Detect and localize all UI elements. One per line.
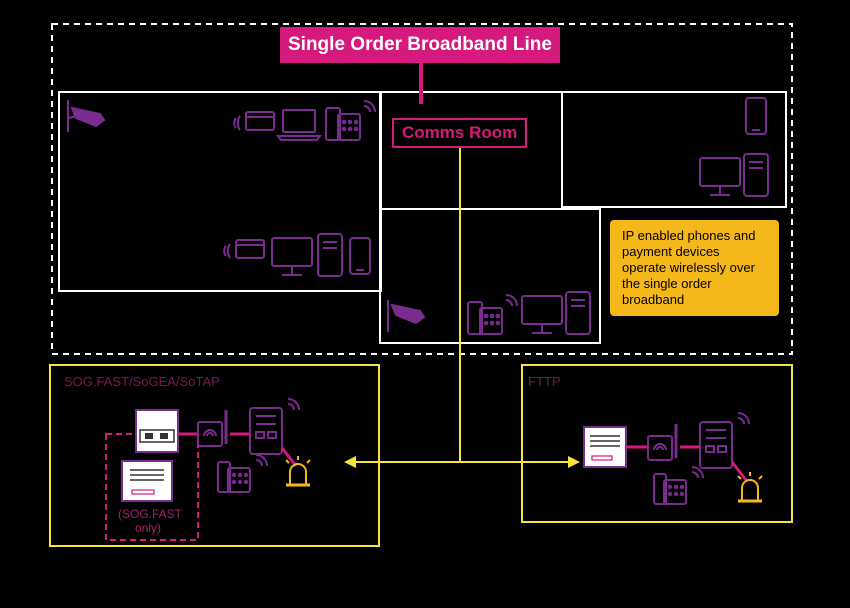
room-comms — [379, 91, 563, 210]
wall-socket-icon — [135, 409, 179, 453]
info-note: IP enabled phones and payment devices op… — [610, 220, 779, 316]
desktop-computer-icon — [699, 153, 769, 197]
alarm-panel-icon — [699, 412, 750, 469]
mobile-phone-icon — [745, 97, 767, 135]
cctv-camera-icon — [387, 300, 426, 332]
card-terminal-icon — [223, 239, 265, 259]
ont-box-icon — [583, 426, 627, 468]
router-icon — [647, 424, 678, 461]
diagram-title: Single Order Broadband Line — [280, 27, 560, 63]
building-boundary — [51, 23, 793, 355]
alarm-beacon-icon — [737, 472, 763, 503]
desktop-computer-icon — [521, 291, 591, 335]
desk-phone-icon — [653, 466, 704, 505]
mobile-phone-icon — [349, 237, 371, 275]
desktop-computer-icon — [271, 233, 343, 277]
sog-fast-only-note: (SOG.FAST only) — [118, 507, 183, 535]
panel-left — [49, 364, 380, 547]
panel-right — [521, 364, 793, 523]
cctv-camera-icon — [67, 100, 106, 132]
desk-phone-icon — [217, 454, 268, 493]
room-left — [58, 91, 382, 292]
room-top-right — [561, 91, 787, 208]
arrow-right — [568, 456, 580, 468]
ont-box-icon — [121, 460, 173, 502]
router-icon — [197, 410, 228, 447]
left-panel-title: SOG.FAST/SoGEA/SoTAP — [64, 374, 220, 389]
alarm-beacon-icon — [285, 456, 311, 487]
card-terminal-icon — [233, 111, 275, 131]
right-panel-title: FTTP — [528, 374, 561, 389]
desk-phone-icon — [467, 294, 518, 335]
room-bottom-middle — [379, 208, 601, 344]
alarm-panel-icon — [249, 398, 300, 455]
desk-phone-icon — [325, 100, 376, 141]
laptop-icon — [276, 109, 322, 141]
comms-room-label: Comms Room — [392, 118, 528, 148]
arrow-left — [344, 456, 356, 468]
